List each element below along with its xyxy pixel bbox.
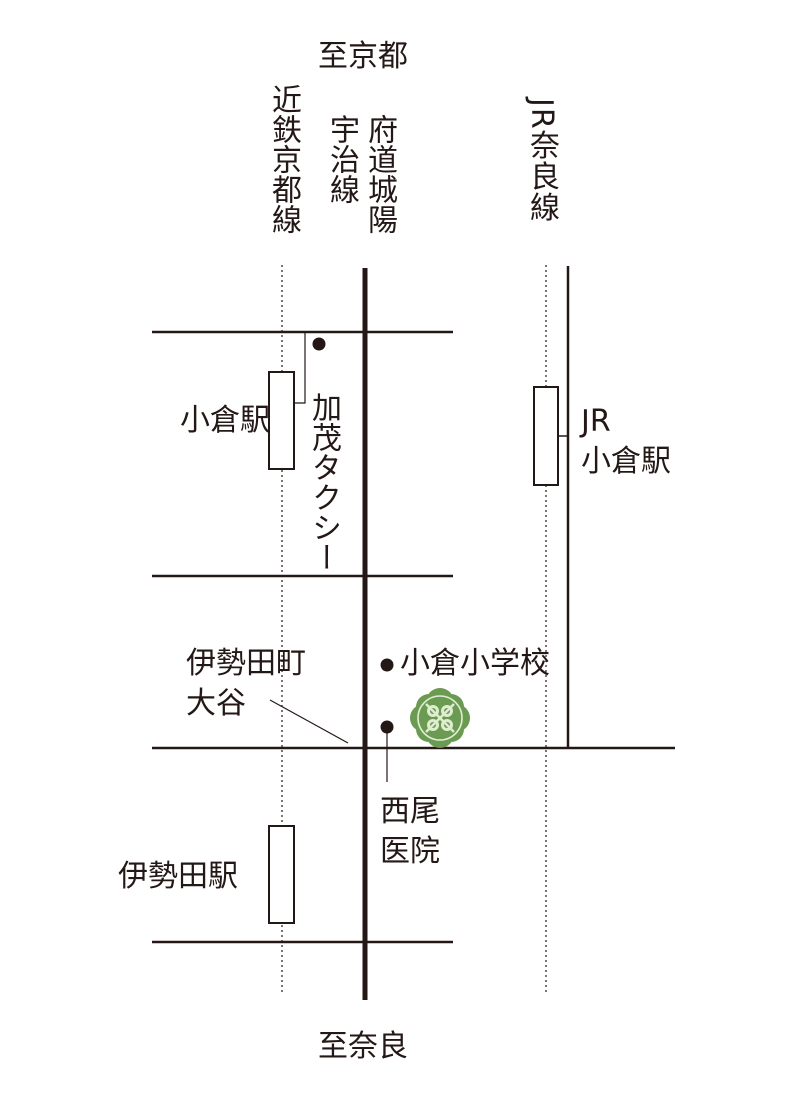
iseda-station-platform: [268, 825, 295, 924]
ogura-elementary-school-label: 小倉小学校: [400, 646, 550, 681]
jr-ogura-station-platform: [533, 386, 559, 486]
fudo-jyoyo-label: 府道城陽: [362, 114, 397, 234]
nishio-clinic-label: 西尾 医院: [380, 794, 440, 869]
jr-ogura-station-label: JR 小倉駅: [581, 404, 671, 479]
direction-south-label: 至奈良: [318, 1029, 408, 1064]
kamo-taxi-label: 加茂タクシー: [306, 392, 341, 572]
location-dot-icon: [312, 337, 326, 351]
jr-nara-line-label: JR奈良線: [524, 98, 559, 223]
kamo-taxi-leader: [294, 333, 306, 404]
location-dot-icon: [380, 720, 394, 734]
iseda-otani-label: 伊勢田町 大谷: [186, 646, 306, 721]
kintetsu-line-label: 近鉄京都線: [266, 84, 301, 234]
iseda-station-label: 伊勢田駅: [118, 859, 238, 894]
ogura-station-platform: [268, 371, 295, 470]
location-dot-icon: [380, 658, 394, 672]
clover-logo-icon: [410, 688, 470, 748]
direction-north-label: 至京都: [318, 39, 408, 74]
ogura-station-label: 小倉駅: [180, 403, 270, 438]
uji-line-label: 宇治線: [324, 114, 359, 204]
iseda-otani-pointer: [269, 699, 349, 744]
